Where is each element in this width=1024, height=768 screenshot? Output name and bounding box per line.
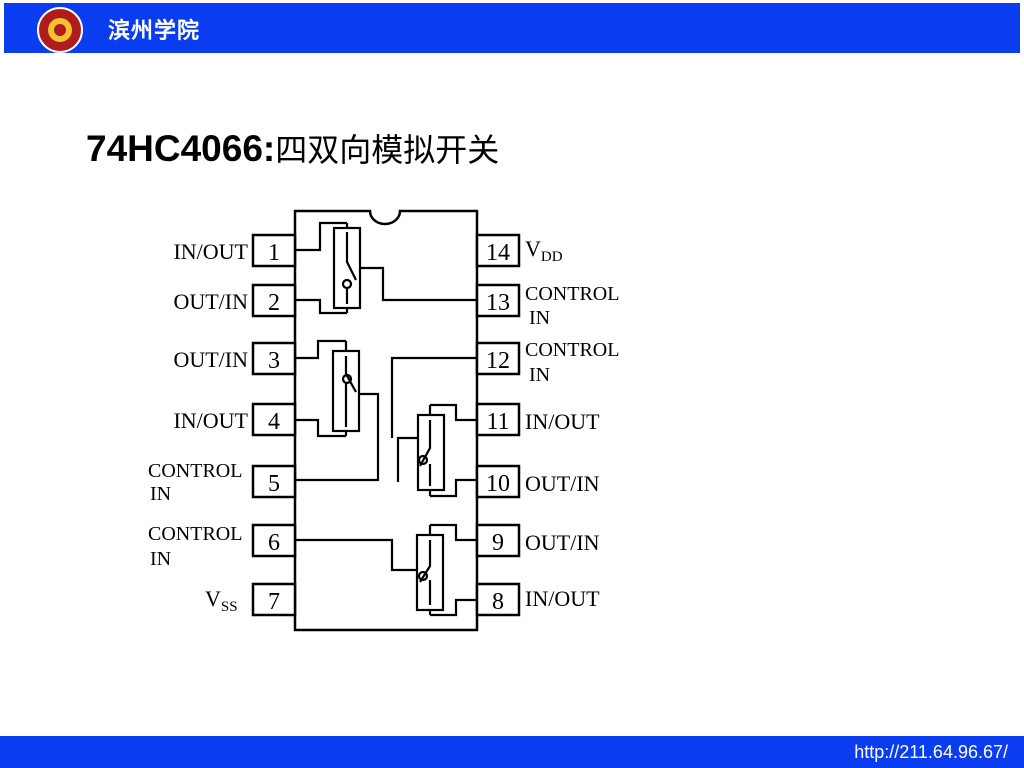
- pin-label-10: OUT/IN: [525, 471, 600, 496]
- pin-label-12-line2: IN: [529, 364, 550, 386]
- pin-num-3: 3: [268, 348, 280, 374]
- pin-label-12-line1: CONTROL: [525, 339, 619, 361]
- pin-label-8: IN/OUT: [525, 586, 600, 611]
- pin-num-2: 2: [268, 290, 280, 316]
- pin-num-4: 4: [268, 409, 280, 435]
- pin-num-10: 10: [486, 471, 510, 497]
- pin-num-7: 7: [268, 589, 280, 615]
- header: 滨州学院: [0, 0, 1024, 57]
- pin-box-8: [475, 582, 521, 617]
- pin-label-14: VDD: [525, 236, 563, 265]
- footer-url: http://211.64.96.67/: [854, 742, 1008, 762]
- pin-label-7: VSS: [205, 586, 238, 615]
- right-pin-numbers: 14 13 12 11 10 9 8: [486, 240, 510, 615]
- pin-label-4: IN/OUT: [173, 408, 248, 433]
- pin-num-11: 11: [486, 409, 509, 435]
- pin-num-14: 14: [486, 240, 510, 266]
- footer-bar: http://211.64.96.67/: [0, 736, 1024, 768]
- pin-num-8: 8: [492, 589, 504, 615]
- pin-label-6-line2: IN: [150, 548, 171, 570]
- pin-label-5-line1: CONTROL: [148, 460, 242, 482]
- pin-box-1: [251, 233, 297, 268]
- left-pin-labels: IN/OUT OUT/IN OUT/IN IN/OUT CONTROL IN C…: [148, 239, 249, 615]
- pin-label-13-line1: CONTROL: [525, 283, 619, 305]
- slide-title-part: 74HC4066:: [86, 128, 276, 169]
- pin-box-5: [251, 464, 297, 499]
- internal-circuit: [295, 221, 477, 617]
- chip-body: [293, 209, 479, 632]
- pin-label-3: OUT/IN: [173, 347, 248, 372]
- pin-num-13: 13: [486, 290, 510, 316]
- header-title: 滨州学院: [108, 19, 201, 44]
- pin-box-10: [475, 464, 521, 499]
- pin-box-11: [475, 402, 521, 437]
- pin-box-3: [251, 341, 297, 376]
- pin-num-1: 1: [268, 240, 280, 266]
- pin-label-11: IN/OUT: [525, 409, 600, 434]
- pin-num-9: 9: [492, 530, 504, 556]
- pin-num-12: 12: [486, 348, 510, 374]
- pin-label-2: OUT/IN: [173, 289, 248, 314]
- chip-diagram: 1 2 3 4 5 6 7 14 13 12 11 10 9 8 IN/OUT …: [148, 209, 619, 632]
- pin-label-7-main: V: [205, 586, 221, 611]
- slide-title: 74HC4066:四双向模拟开关: [86, 125, 499, 171]
- pin-box-2: [251, 283, 297, 318]
- pin-label-14-main: V: [525, 236, 541, 261]
- pin-label-6-line1: CONTROL: [148, 523, 242, 545]
- pin-num-5: 5: [268, 471, 280, 497]
- slide-title-cn: 四双向模拟开关: [275, 131, 500, 169]
- pin-label-13-line2: IN: [529, 307, 550, 329]
- pin-box-7: [251, 582, 297, 617]
- pin-label-9: OUT/IN: [525, 530, 600, 555]
- pin-label-5-line2: IN: [150, 483, 171, 505]
- pin-box-14: [475, 233, 521, 268]
- university-logo: [37, 7, 83, 53]
- pin-label-14-sub: DD: [541, 249, 563, 265]
- left-pin-numbers: 1 2 3 4 5 6 7: [268, 240, 280, 615]
- pin-label-1: IN/OUT: [173, 239, 248, 264]
- pin-num-6: 6: [268, 530, 280, 556]
- left-pin-boxes: [251, 233, 297, 617]
- header-bar: 滨州学院: [4, 3, 1020, 53]
- right-pin-labels: VDD CONTROL IN CONTROL IN IN/OUT OUT/IN …: [525, 236, 619, 611]
- pin-box-9: [475, 523, 521, 558]
- pin-label-7-sub: SS: [221, 599, 238, 615]
